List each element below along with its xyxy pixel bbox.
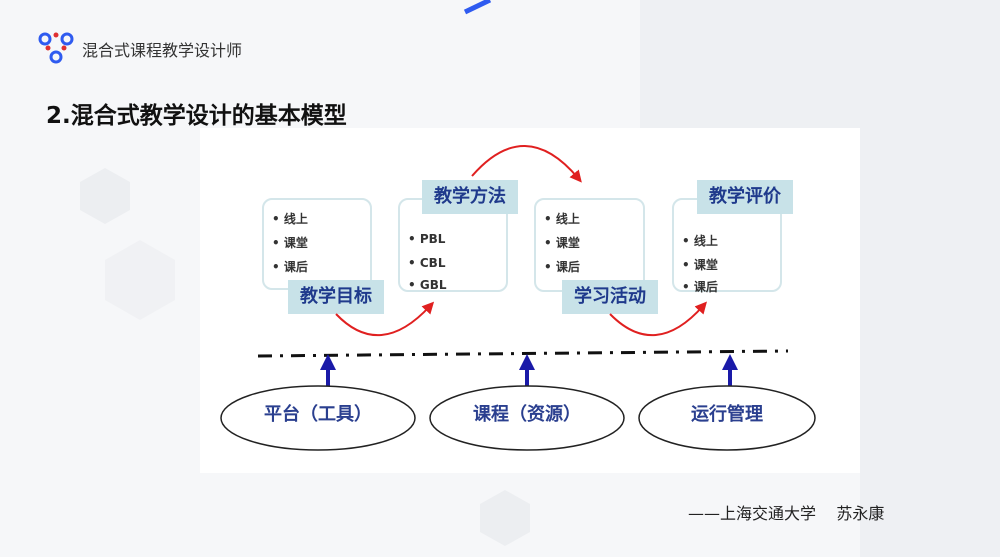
flow-arc [471,145,582,183]
list-item: • CBL [408,256,446,270]
divider-line [257,349,789,358]
list-item: • 课堂 [682,258,718,272]
brand-name: 混合式课程教学设计师 [82,41,243,60]
flow-arc [335,301,435,336]
foundation-course: 课程（资源） [473,404,581,425]
foundation-management: 运行管理 [691,404,763,425]
stage-label-evaluation: 教学评价 [697,180,793,214]
foundation-ellipse [220,385,416,451]
list-item: • GBL [408,278,447,292]
list-item: • PBL [408,232,446,246]
list-item: • 课堂 [544,236,580,250]
list-item: • 线上 [682,234,718,248]
stage-label-activities: 学习活动 [562,280,658,314]
foundation-ellipse [429,385,625,451]
author-credit: ——上海交通大学 苏永康 [688,504,885,523]
foundation-platform: 平台（工具） [264,404,372,425]
accent-stroke [463,0,492,15]
list-item: • 线上 [544,212,580,226]
stage-box-goals: • 线上 • 课堂 • 课后 [262,198,372,290]
list-item: • 课堂 [272,236,308,250]
list-item: • 课后 [682,280,718,294]
molecule-logo-icon [38,30,74,68]
list-item: • 线上 [272,212,308,226]
flow-arc [609,301,707,336]
stage-box-activities: • 线上 • 课堂 • 课后 [534,198,645,292]
stage-label-goals: 教学目标 [288,280,384,314]
foundation-ellipse [638,385,816,451]
list-item: • 课后 [544,260,580,274]
slide-title: 2.混合式教学设计的基本模型 [46,103,347,129]
stage-label-methods: 教学方法 [422,180,518,214]
list-item: • 课后 [272,260,308,274]
